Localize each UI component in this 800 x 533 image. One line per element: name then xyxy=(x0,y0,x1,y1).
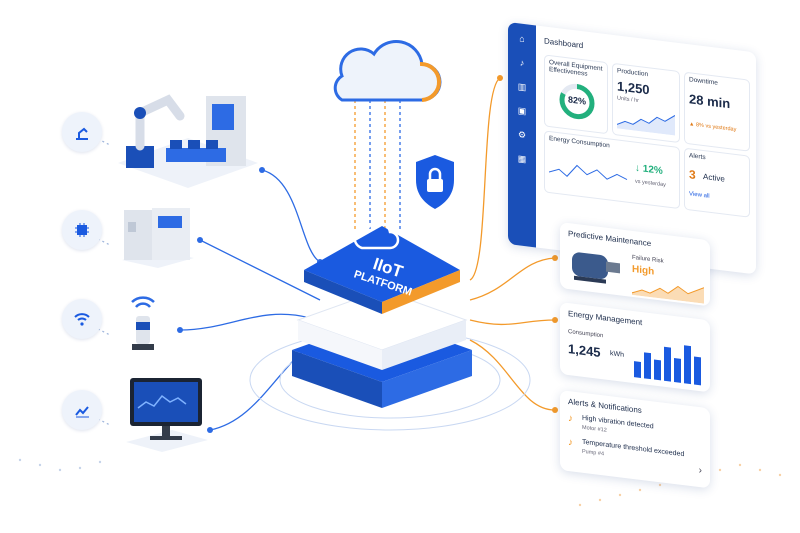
chip-icon xyxy=(62,210,102,250)
energy-sparkline xyxy=(549,164,628,181)
alerts-title: Alerts & Notifications xyxy=(568,396,642,416)
energy-bar xyxy=(674,357,681,383)
consumption-value: 1,245 xyxy=(568,340,601,360)
risk-sparkline xyxy=(632,285,704,304)
energy-bar xyxy=(644,352,651,380)
downtime-change: ▲ 8% vs yesterday xyxy=(689,121,737,134)
alert-sub: Motor #12 xyxy=(582,424,607,434)
chevron-right-icon[interactable]: › xyxy=(698,465,702,477)
chart-icon xyxy=(62,390,102,430)
bell-icon[interactable]: ♪ xyxy=(519,57,525,68)
dashboard-card: ⌂ ♪ ▥ ▣ ⚙ ▦ Dashboard Overall Equipment … xyxy=(508,22,756,275)
iiot-platform-block xyxy=(292,221,472,408)
consumption-unit: kWh xyxy=(610,350,624,359)
energy-bar-chart xyxy=(632,333,704,386)
energy-title: Energy Management xyxy=(568,308,643,328)
line-energy xyxy=(469,319,556,326)
production-sparkline xyxy=(617,115,675,136)
energy-compare: vs yesterday xyxy=(635,178,666,189)
predictive-maintenance-card: Predictive Maintenance Failure Risk High xyxy=(560,222,710,307)
energy-bar xyxy=(694,356,701,386)
risk-value: High xyxy=(632,263,655,278)
sensor-image xyxy=(131,296,155,350)
shield-icon xyxy=(416,155,454,209)
energy-bar xyxy=(684,345,691,385)
robot-factory-image xyxy=(118,94,258,188)
energy-tile: Energy Consumption ↓ 12% vs yesterday xyxy=(544,130,680,210)
line-predictive xyxy=(469,257,556,301)
energy-bar xyxy=(634,361,641,378)
energy-bar xyxy=(664,346,671,382)
production-tile: Production 1,250 Units / hr xyxy=(612,62,680,144)
downtime-value: 28 min xyxy=(689,91,731,112)
oee-tile: Overall Equipment Effectiveness 82% xyxy=(544,54,608,135)
bar-chart-icon[interactable]: ▥ xyxy=(517,81,527,93)
energy-label: Energy Consumption xyxy=(549,135,610,150)
production-value: 1,250 xyxy=(617,78,650,98)
alert-item[interactable]: ♪ Temperature threshold exceeded Pump #4 xyxy=(568,436,700,458)
line-alerts xyxy=(469,339,556,411)
line-sensor xyxy=(179,313,311,331)
cloud-icon xyxy=(333,40,442,102)
energy-bar xyxy=(654,359,661,381)
energy-change: ↓ 12% xyxy=(635,162,663,178)
lock-icon xyxy=(427,167,443,192)
control-cabinet-image xyxy=(122,208,194,268)
alerts-label: Alerts xyxy=(689,152,706,162)
dashboard-title: Dashboard xyxy=(544,36,584,51)
alert-sub: Pump #4 xyxy=(582,448,605,458)
alerts-status: Active xyxy=(703,171,725,184)
line-robot xyxy=(261,169,321,263)
grid-icon[interactable]: ▦ xyxy=(517,153,527,165)
consumption-label: Consumption xyxy=(568,328,604,340)
line-cabinet xyxy=(199,239,321,301)
production-unit: Units / hr xyxy=(617,95,640,105)
line-dashboard xyxy=(469,77,501,281)
alerts-tile: Alerts 3 Active View all xyxy=(684,147,750,218)
risk-label: Failure Risk xyxy=(632,254,664,265)
bell-icon: ♪ xyxy=(568,412,573,425)
oee-label: Overall Equipment Effectiveness xyxy=(549,59,603,78)
downtime-tile: Downtime 28 min ▲ 8% vs yesterday xyxy=(684,71,750,152)
bell-icon: ♪ xyxy=(568,436,573,449)
view-all-link[interactable]: View all xyxy=(689,191,710,200)
home-icon[interactable]: ⌂ xyxy=(519,33,525,45)
wifi-icon xyxy=(62,299,102,339)
motor-image xyxy=(572,252,620,284)
alerts-count: 3 xyxy=(689,167,696,183)
robot-arm-icon xyxy=(62,112,102,152)
oee-gauge xyxy=(559,83,595,120)
device-icon[interactable]: ▣ xyxy=(517,105,527,117)
predictive-title: Predictive Maintenance xyxy=(568,228,652,249)
dashboard-sidebar: ⌂ ♪ ▥ ▣ ⚙ ▦ xyxy=(508,22,536,248)
monitor-image xyxy=(126,378,208,452)
alert-item[interactable]: ♪ High vibration detected Motor #12 xyxy=(568,412,700,434)
settings-icon[interactable]: ⚙ xyxy=(517,129,527,141)
downtime-label: Downtime xyxy=(689,76,718,87)
production-label: Production xyxy=(617,67,649,79)
